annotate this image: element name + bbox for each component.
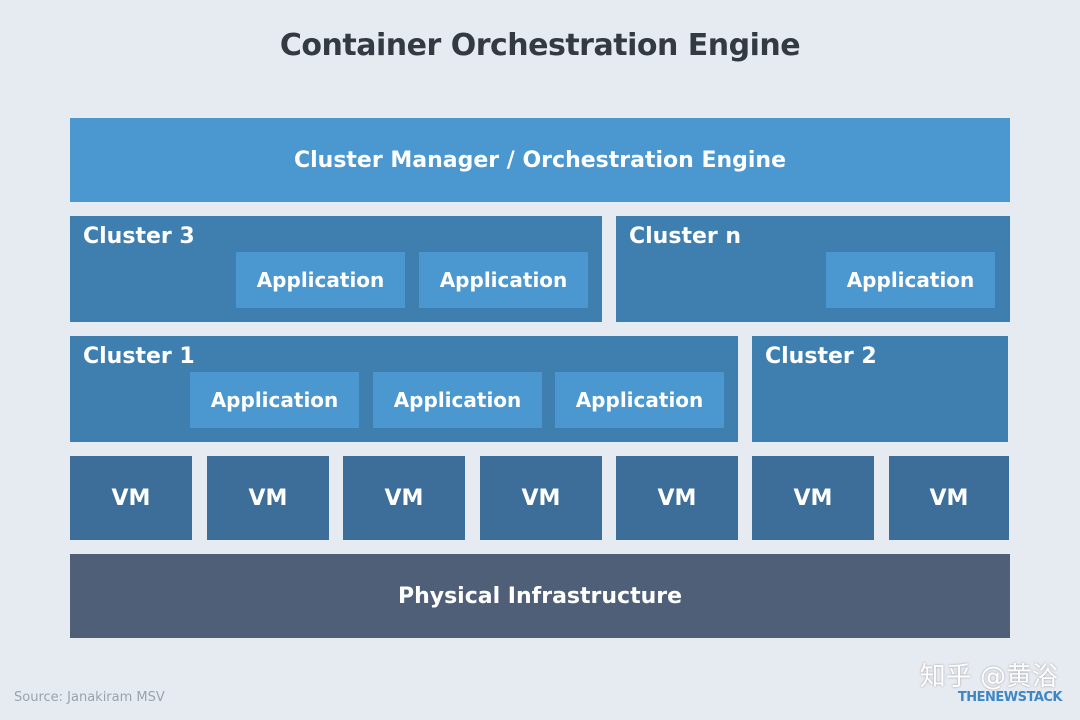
thenewstack-logo: THENEWSTACK bbox=[957, 690, 1063, 705]
vm-4: VM bbox=[480, 456, 602, 540]
vm-5: VM bbox=[616, 456, 738, 540]
vm-1: VM bbox=[70, 456, 192, 540]
watermark: 知乎 @黄浴 bbox=[919, 662, 1058, 692]
cluster-n: Cluster n Application bbox=[616, 216, 1010, 322]
cluster-3-label: Cluster 3 bbox=[83, 224, 195, 249]
source-caption: Source: Janakiram MSV bbox=[14, 690, 165, 705]
cluster-1-application-3: Application bbox=[555, 372, 724, 428]
diagram-title: Container Orchestration Engine bbox=[279, 28, 801, 63]
cluster-3-application-1: Application bbox=[236, 252, 405, 308]
physical-infrastructure-layer: Physical Infrastructure bbox=[70, 554, 1010, 638]
vm-7: VM bbox=[889, 456, 1009, 540]
cluster-manager-layer: Cluster Manager / Orchestration Engine bbox=[70, 118, 1010, 202]
cluster-n-application-1: Application bbox=[826, 252, 995, 308]
vm-3: VM bbox=[343, 456, 465, 540]
cluster-1-application-1: Application bbox=[190, 372, 359, 428]
cluster-1: Cluster 1 Application Application Applic… bbox=[70, 336, 738, 442]
cluster-3-application-2: Application bbox=[419, 252, 588, 308]
cluster-1-label: Cluster 1 bbox=[83, 344, 195, 369]
cluster-2: Cluster 2 bbox=[752, 336, 1008, 442]
cluster-2-label: Cluster 2 bbox=[765, 344, 877, 369]
cluster-1-application-2: Application bbox=[373, 372, 542, 428]
vm-6: VM bbox=[752, 456, 874, 540]
cluster-3: Cluster 3 Application Application bbox=[70, 216, 602, 322]
cluster-n-label: Cluster n bbox=[629, 224, 742, 249]
vm-2: VM bbox=[207, 456, 329, 540]
